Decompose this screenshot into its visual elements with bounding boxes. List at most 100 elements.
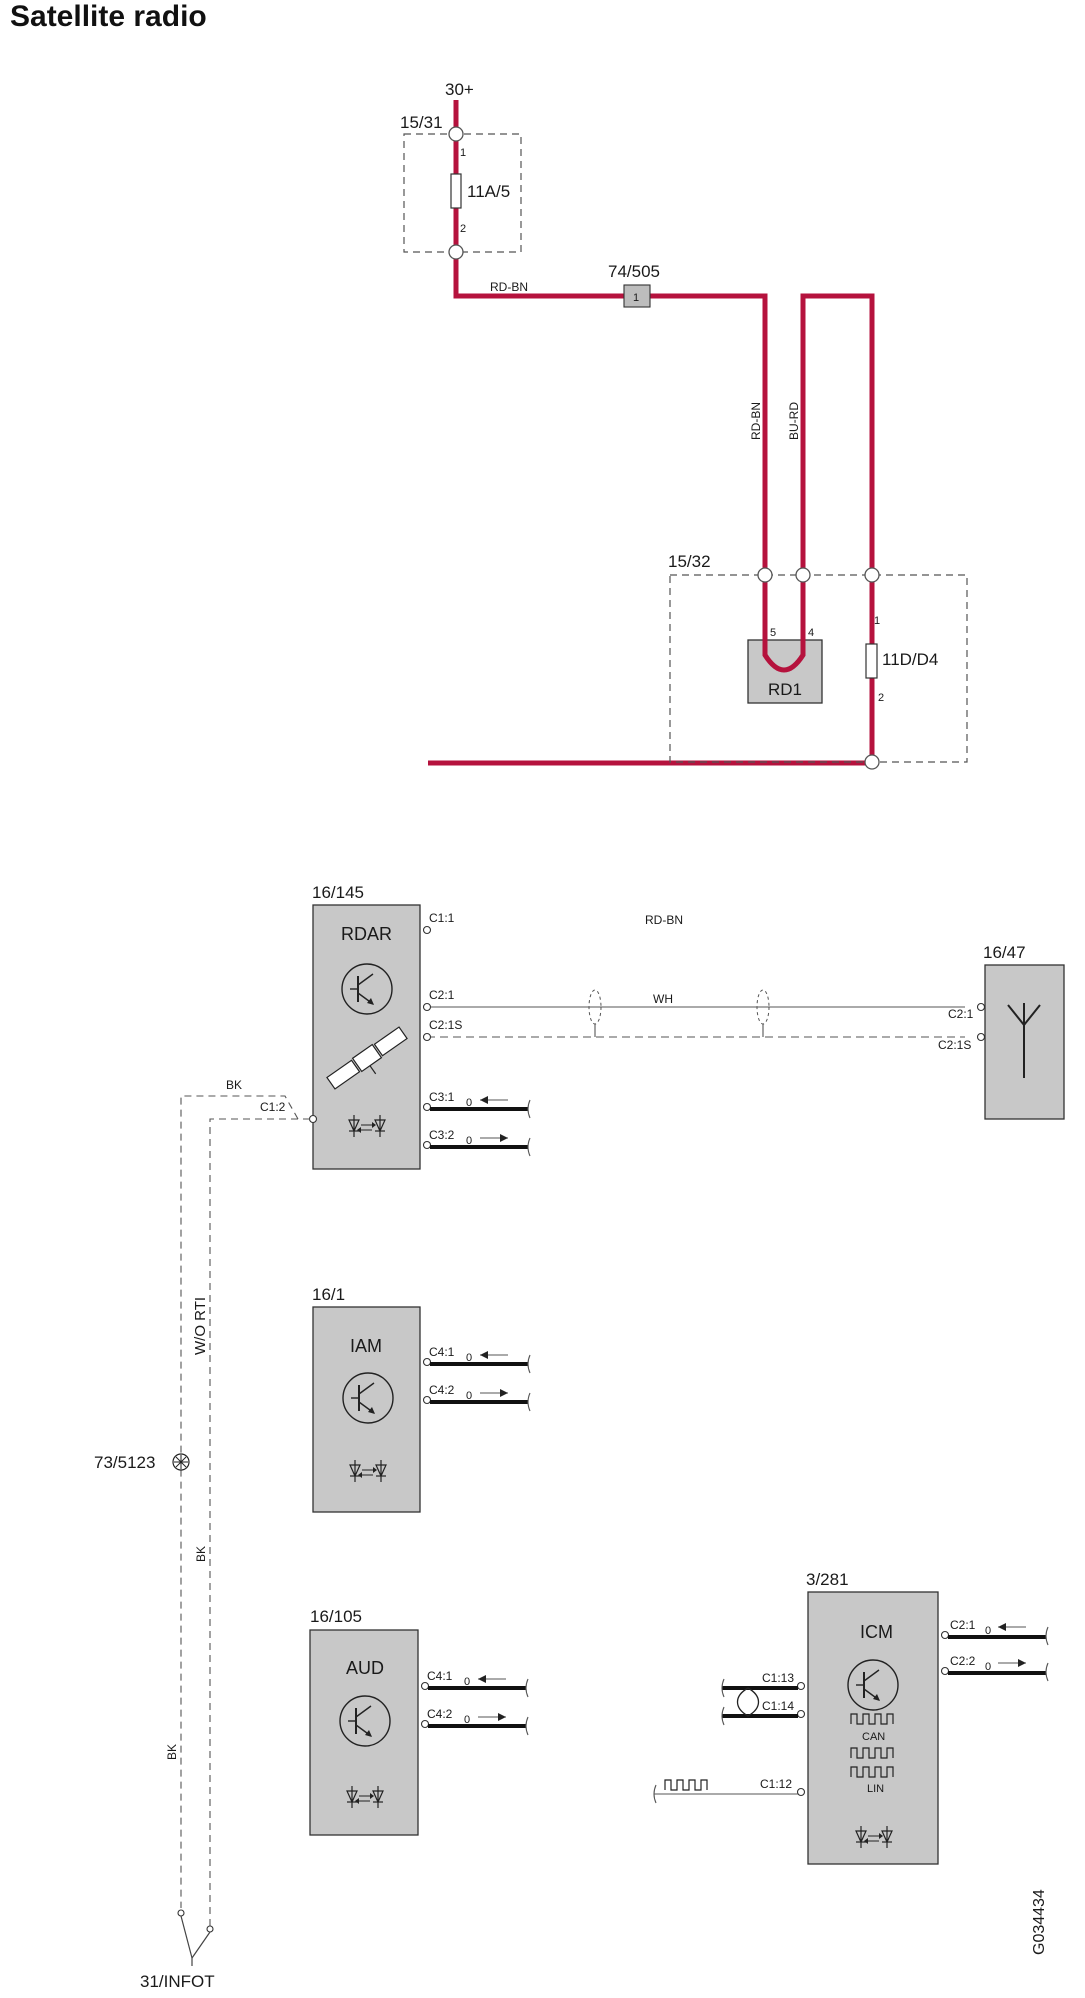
wire-label-rdbn-top: RD-BN (490, 280, 528, 294)
rdar-id: 16/145 (312, 883, 364, 902)
splice-label: 74/505 (608, 262, 660, 281)
supply-label: 30+ (445, 80, 474, 99)
fusebox-2-node-1 (757, 567, 773, 583)
icm-lin-label: LIN (867, 1783, 884, 1795)
rdar-c3-1-marker: 0 (466, 1097, 472, 1109)
antenna-id: 16/47 (983, 943, 1026, 962)
wire-label-rdbn-vertical: RD-BN (749, 402, 763, 440)
figure-id: G034434 (1031, 1889, 1048, 1955)
fuse-11dd4-body (865, 643, 878, 679)
fusebox-2-node-3 (864, 567, 880, 583)
page-title: Satellite radio (10, 0, 207, 33)
ground-icon (172, 1453, 190, 1471)
iam-c4-1-marker: 0 (466, 1352, 472, 1364)
splice-pin: 1 (633, 292, 639, 304)
aud-c4-2-label: C4:2 (427, 1707, 453, 1721)
satellite-icon (326, 1026, 408, 1090)
relay-label: RD1 (768, 680, 802, 699)
aud-id: 16/105 (310, 1607, 362, 1626)
icm-pin-c1-13 (796, 1681, 806, 1691)
rdar-c1-2-label: C1:2 (260, 1100, 286, 1114)
arrowhead-in-c3-1 (480, 1096, 488, 1104)
fusebox-2-outline (669, 574, 968, 763)
fuse-11a5-pin2: 2 (460, 223, 466, 235)
rdar-pin-c3-2 (422, 1140, 432, 1150)
wire-break-lin (653, 1784, 657, 1804)
rdar-pin-c2-1s (422, 1032, 432, 1042)
icm-pin-c1-12 (796, 1787, 806, 1797)
icm-c2-2-label: C2:2 (950, 1654, 976, 1668)
relay-pin-4: 4 (808, 627, 814, 639)
arrowhead-out-iam (500, 1389, 508, 1397)
icm-pin-c2-1 (940, 1630, 950, 1640)
arrowhead-in-iam (480, 1351, 488, 1359)
aud-c4-1-label: C4:1 (427, 1669, 453, 1683)
wire-label-wh: WH (653, 992, 673, 1006)
wire-label-bk-2: BK (194, 1546, 208, 1562)
antenna-c2-1-label: C2:1 (948, 1007, 974, 1021)
wire-label-wo-rti: W/O RTI (192, 1297, 209, 1355)
wire-rdbn-main (453, 100, 768, 575)
icm-c1-12-label: C1:12 (760, 1777, 792, 1791)
aud-name: AUD (346, 1658, 384, 1678)
ground-point-label: 73/5123 (94, 1453, 155, 1472)
wire-break-icm-2 (1045, 1662, 1049, 1682)
iam-pin-c4-2 (422, 1395, 432, 1405)
antenna-pin-c2-1s (976, 1032, 986, 1042)
icm-name: ICM (860, 1622, 893, 1642)
aud-c4-1-marker: 0 (464, 1676, 470, 1688)
fusebox-2-node-2 (795, 567, 811, 583)
relay-pin-5: 5 (770, 627, 776, 639)
antenna-icon (1007, 1003, 1041, 1078)
ground-label: 31/INFOT (140, 1972, 215, 1991)
iam-module (312, 1306, 421, 1513)
fuse-11a5-label: 11A/5 (467, 182, 510, 201)
rdar-name: RDAR (341, 924, 392, 944)
fusebox-1-label: 15/31 (400, 113, 443, 132)
icm-c1-14-label: C1:14 (762, 1699, 794, 1713)
arrowhead-out-c3-2 (500, 1134, 508, 1142)
wire-break-c3-2 (527, 1137, 531, 1157)
rdar-c2-1-label: C2:1 (429, 988, 455, 1002)
fusebox-1-node-top (448, 126, 464, 142)
switch-icon (177, 1909, 214, 1966)
fusebox-1-node-bottom (448, 244, 464, 260)
wire-bk-main (180, 1095, 299, 1908)
wire-bk-wo-rti (209, 1118, 310, 1926)
fuse-11dd4-pin1: 1 (874, 615, 880, 627)
fusebox-2-node-bottom (864, 754, 880, 770)
iam-pin-c4-1 (422, 1357, 432, 1367)
icm-c2-2-marker: 0 (985, 1661, 991, 1673)
antenna-c2-1s-label: C2:1S (938, 1038, 971, 1052)
iam-id: 16/1 (312, 1285, 345, 1304)
iam-name: IAM (350, 1336, 382, 1356)
rdar-pin-c3-1 (422, 1102, 432, 1112)
iam-c4-1-label: C4:1 (429, 1345, 455, 1359)
wire-break-can-1 (721, 1678, 725, 1698)
aud-pin-c4-1 (420, 1681, 430, 1691)
splice-box (623, 284, 651, 308)
rdar-c1-1-label: C1:1 (429, 911, 455, 925)
relay-loop-front (762, 638, 806, 673)
wire-label-burd-vertical: BU-RD (787, 402, 801, 440)
iam-c4-2-marker: 0 (466, 1390, 472, 1402)
aud-pin-c4-2 (420, 1719, 430, 1729)
wire-label-bk-1: BK (226, 1078, 242, 1092)
rdar-pin-c1-1 (422, 925, 432, 935)
arrowhead-in-aud (478, 1675, 486, 1683)
square-wave-icon (664, 1779, 708, 1791)
wire-label-bk-3: BK (165, 1744, 179, 1760)
icm-id: 3/281 (806, 1570, 849, 1589)
icm-c2-1-marker: 0 (985, 1625, 991, 1637)
fuse-11a5-pin1: 1 (460, 147, 466, 159)
wire-label-rdbn-bottom: RD-BN (645, 913, 683, 927)
icm-c2-1-label: C2:1 (950, 1618, 976, 1632)
fuse-11a5-body (450, 173, 462, 209)
arrowhead-out-icm (1018, 1659, 1026, 1667)
arrowhead-in-icm (998, 1623, 1006, 1631)
icm-can-label: CAN (862, 1731, 885, 1743)
twisted-pair-icon (736, 1687, 760, 1717)
icm-module (807, 1591, 939, 1865)
icm-pin-c1-14 (796, 1709, 806, 1719)
